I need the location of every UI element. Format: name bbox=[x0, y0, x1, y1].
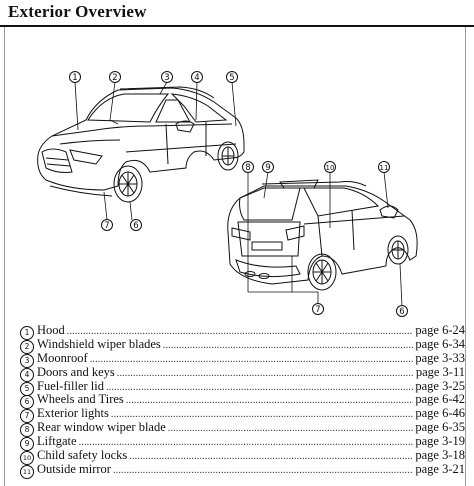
callout-10: 10 bbox=[326, 164, 335, 172]
item-label: Hood bbox=[37, 323, 65, 337]
legend-item-doors-and-keys: 4 Doors and keys .......................… bbox=[20, 364, 465, 382]
callout-1: 1 bbox=[72, 73, 77, 83]
legend-item-exterior-lights: 7 Exterior lights ......................… bbox=[20, 406, 465, 424]
item-label: Exterior lights bbox=[37, 406, 109, 421]
item-number: 2 bbox=[20, 339, 34, 354]
legend-item-liftgate: 9 Liftgate .............................… bbox=[20, 434, 465, 452]
item-label: Child safety locks bbox=[37, 448, 128, 463]
item-label: Windshield wiper blades bbox=[37, 336, 161, 351]
legend-item-wheels-and-tires: 6 Wheels and Tires .....................… bbox=[20, 392, 465, 410]
item-number: 9 bbox=[20, 437, 34, 452]
item-page-ref[interactable]: page 3-25 bbox=[415, 378, 465, 393]
legend-item-windshield-wiper-blades: 2 Windshield wiper blades ..............… bbox=[20, 336, 465, 354]
leader-dots: ........................................… bbox=[167, 423, 414, 435]
page-header: Exterior Overview bbox=[0, 0, 474, 26]
item-page-ref[interactable]: page 3-21 bbox=[415, 461, 465, 476]
callout-8: 8 bbox=[245, 163, 250, 173]
leader-dots: ........................................… bbox=[125, 395, 414, 407]
item-number: 6 bbox=[20, 395, 34, 410]
item-number: 3 bbox=[20, 353, 34, 368]
callout-leaders bbox=[74, 81, 403, 307]
leader-dots: ........................................… bbox=[162, 339, 414, 351]
callout-4: 4 bbox=[194, 73, 199, 83]
legend-item-moonroof: 3 Moonroof .............................… bbox=[20, 350, 465, 368]
callout-11: 11 bbox=[380, 164, 389, 172]
vehicle-exterior-illustration: 1 2 3 4 5 7 6 8 9 10 11 7 6 bbox=[0, 60, 474, 322]
front-vehicle-drawing bbox=[37, 86, 245, 203]
item-label: Fuel-filler lid bbox=[37, 378, 104, 393]
leader-dots: ........................................… bbox=[112, 464, 414, 476]
item-number: 1 bbox=[20, 326, 34, 340]
legend-item-rear-window-wiper-blade: 8 Rear window wiper blade ..............… bbox=[20, 420, 465, 438]
item-page-ref[interactable]: page 3-33 bbox=[415, 350, 465, 365]
leader-dots: ........................................… bbox=[110, 409, 414, 421]
leader-dots: ........................................… bbox=[106, 381, 413, 393]
callout-5: 5 bbox=[229, 73, 234, 83]
callout-9: 9 bbox=[265, 163, 270, 173]
leader-dots: ........................................… bbox=[78, 437, 414, 449]
right-margin-rule bbox=[465, 27, 466, 486]
item-label: Rear window wiper blade bbox=[37, 420, 166, 435]
legend-item-outside-mirror: 11 Outside mirror ......................… bbox=[20, 461, 465, 479]
leader-dots: ........................................… bbox=[89, 353, 414, 365]
item-page-ref[interactable]: page 6-34 bbox=[415, 336, 465, 351]
callout-7b: 7 bbox=[315, 305, 320, 315]
item-label: Wheels and Tires bbox=[37, 392, 124, 407]
callout-7: 7 bbox=[104, 221, 109, 231]
item-number: 4 bbox=[20, 367, 34, 382]
item-label: Outside mirror bbox=[37, 461, 111, 476]
leader-dots: ........................................… bbox=[66, 326, 414, 337]
item-number: 5 bbox=[20, 381, 34, 396]
legend-item-child-safety-locks: 10 Child safety locks ..................… bbox=[20, 448, 465, 466]
item-number: 8 bbox=[20, 423, 34, 438]
callout-2: 2 bbox=[112, 73, 117, 83]
callout-markers bbox=[69, 71, 408, 317]
callout-numbers: 1 2 3 4 5 7 6 8 9 10 11 7 6 bbox=[72, 73, 404, 317]
callout-6: 6 bbox=[133, 221, 138, 231]
item-label: Liftgate bbox=[37, 434, 77, 449]
leader-dots: ........................................… bbox=[116, 367, 414, 379]
item-number: 10 bbox=[20, 451, 34, 466]
callout-3: 3 bbox=[164, 73, 169, 83]
item-page-ref[interactable]: page 3-11 bbox=[415, 364, 465, 379]
item-label: Doors and keys bbox=[37, 364, 115, 379]
legend-item-fuel-filler-lid: 5 Fuel-filler lid ......................… bbox=[20, 378, 465, 396]
callout-6b: 6 bbox=[399, 307, 404, 317]
left-margin-rule bbox=[4, 27, 5, 486]
item-number: 7 bbox=[20, 409, 34, 424]
item-page-ref[interactable]: page 6-46 bbox=[415, 406, 465, 421]
page-title: Exterior Overview bbox=[8, 2, 147, 21]
rear-vehicle-drawing bbox=[227, 179, 418, 291]
item-page-ref[interactable]: page 3-19 bbox=[415, 434, 465, 449]
header-rule bbox=[0, 25, 474, 27]
leader-dots: ........................................… bbox=[129, 451, 413, 463]
item-page-ref[interactable]: page 6-24 bbox=[415, 323, 465, 337]
item-number: 11 bbox=[20, 464, 34, 479]
item-page-ref[interactable]: page 6-42 bbox=[415, 392, 465, 407]
legend-item-hood: 1 Hood .................................… bbox=[20, 323, 465, 340]
item-page-ref[interactable]: page 6-35 bbox=[415, 420, 465, 435]
item-label: Moonroof bbox=[37, 350, 88, 365]
component-legend: 1 Hood .................................… bbox=[20, 323, 465, 479]
item-page-ref[interactable]: page 3-18 bbox=[415, 448, 465, 463]
